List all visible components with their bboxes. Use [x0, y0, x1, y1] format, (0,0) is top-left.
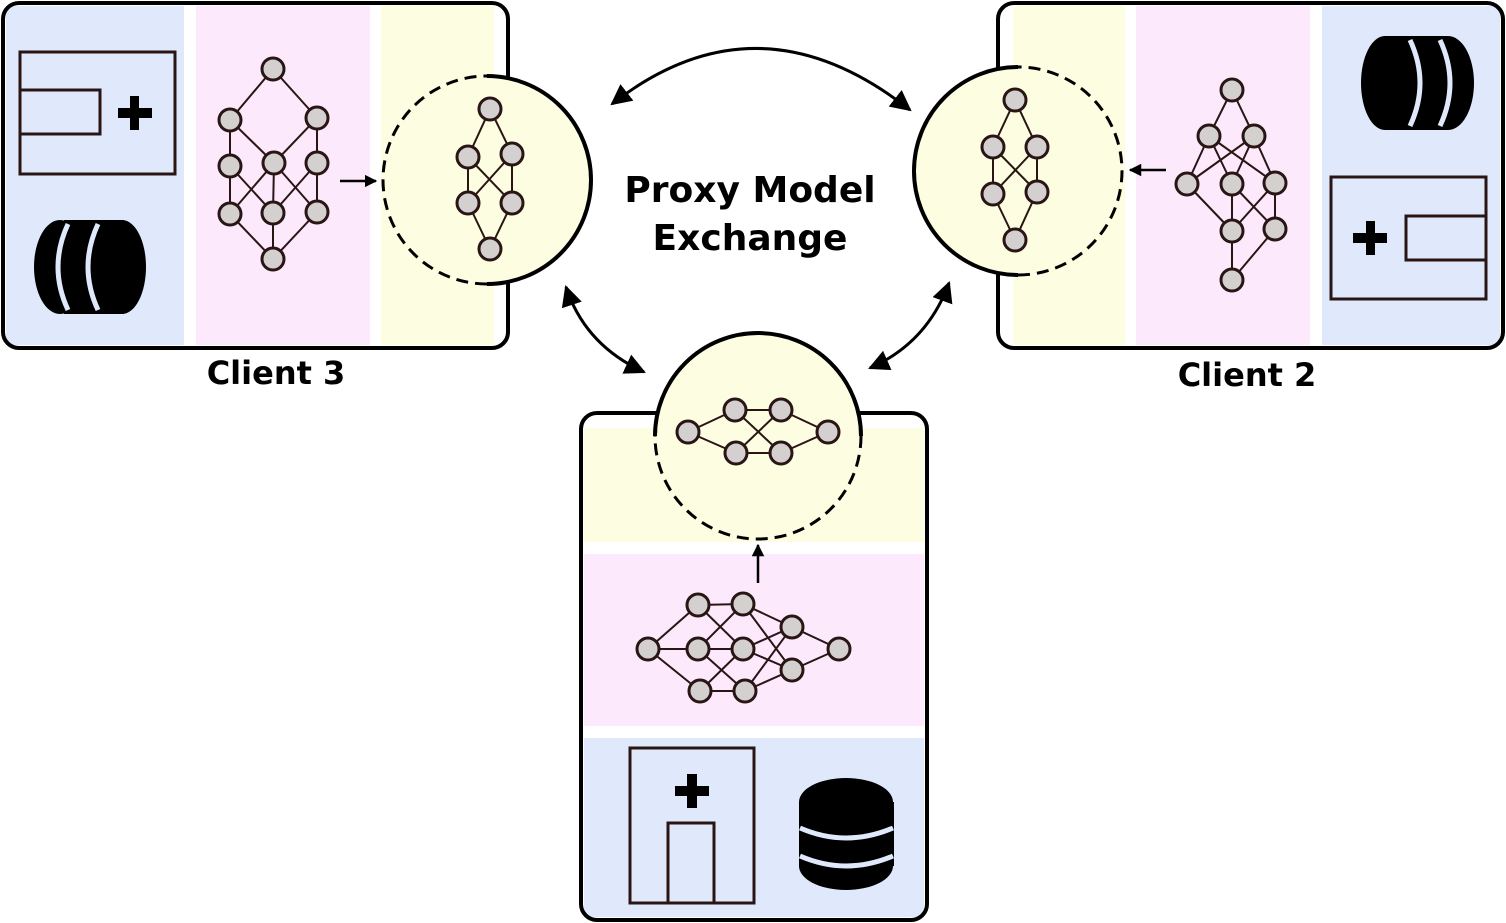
client-3-panel	[1, 1, 593, 350]
client-2-label: Client 2	[1178, 356, 1317, 394]
hospital-icon	[18, 50, 177, 176]
database-icon	[1361, 36, 1474, 130]
title-line-1: Proxy Model	[624, 170, 875, 211]
neural-network-icon	[1174, 77, 1288, 293]
proxy-model-circle	[653, 331, 863, 541]
client-2-panel	[912, 1, 1505, 350]
client-3-label: Client 3	[207, 354, 346, 392]
database-icon	[34, 220, 146, 314]
proxy-model-circle	[381, 74, 593, 286]
hospital-icon	[1329, 175, 1488, 301]
neural-network-icon	[217, 56, 330, 272]
exchange-arrow-icon	[561, 285, 646, 374]
exchange-arrow-icon	[610, 47, 912, 112]
hospital-icon	[628, 746, 756, 905]
exchange-arrow-icon	[868, 281, 953, 371]
title-line-2: Exchange	[653, 218, 848, 259]
client-1-panel	[579, 331, 929, 922]
proxy-model-circle	[912, 65, 1124, 277]
neural-network-icon	[635, 591, 852, 704]
private-model-strip	[584, 554, 924, 726]
database-icon	[799, 778, 894, 890]
exchange-arrows	[561, 47, 953, 374]
